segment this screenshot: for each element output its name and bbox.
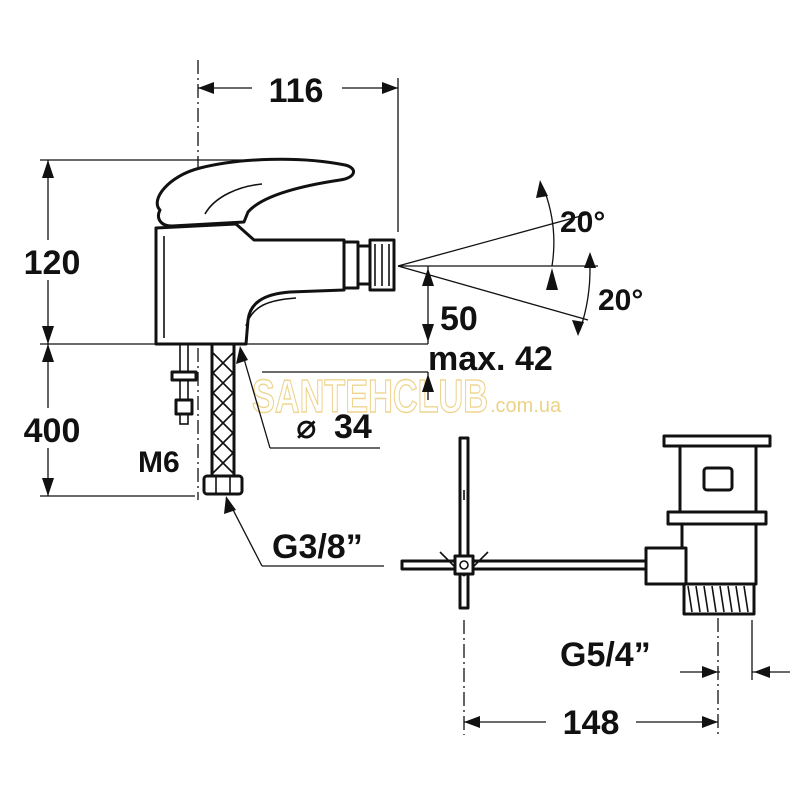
rod-clamp bbox=[439, 551, 489, 577]
spout-nozzle bbox=[342, 238, 396, 292]
diameter-symbol: ⌀ bbox=[296, 408, 316, 446]
waste-thread-label: G5/4” bbox=[560, 636, 651, 674]
dimension-waste-thread: G5/4” bbox=[560, 636, 790, 678]
flexible-hose bbox=[202, 342, 244, 496]
dimension-spout-height-label: 50 bbox=[440, 300, 478, 338]
waste-plug-head bbox=[662, 434, 772, 448]
faucet-body bbox=[154, 157, 396, 346]
dimension-width-top: 116 bbox=[198, 66, 398, 110]
dimension-waste-length: 148 bbox=[464, 700, 718, 742]
dimension-height-body-label: 120 bbox=[24, 244, 81, 282]
waste-flange bbox=[666, 510, 768, 526]
body-curve-highlight bbox=[245, 297, 297, 327]
waste-threaded-tail bbox=[682, 582, 756, 616]
dimension-deck-thickness-label: max. 42 bbox=[428, 340, 553, 378]
waste-window bbox=[702, 466, 734, 492]
dimension-waste-length-label: 148 bbox=[563, 704, 620, 742]
stud-thread-label: M6 bbox=[138, 446, 180, 479]
lift-rod bbox=[458, 436, 470, 610]
dimension-hole-diameter-label: 34 bbox=[334, 408, 372, 446]
dimension-angle-down: 20° bbox=[572, 252, 643, 336]
waste-lower-body bbox=[680, 522, 758, 586]
waste-side-connector bbox=[644, 546, 688, 586]
spout-angle-up-line bbox=[397, 213, 589, 267]
dimension-spout-height: 50 bbox=[422, 266, 478, 344]
dimension-hose-thread: G3/8” bbox=[224, 496, 384, 567]
watermark-brand: SANTEHCLUB bbox=[252, 370, 488, 422]
linkage-rod bbox=[400, 559, 648, 571]
dimension-width-top-label: 116 bbox=[269, 72, 324, 110]
watermark: SANTEHCLUB .com.ua bbox=[251, 369, 562, 422]
dimension-height-hose: 400 bbox=[18, 344, 88, 496]
dimension-angle-up: 20° bbox=[536, 180, 605, 290]
watermark-domain: .com.ua bbox=[490, 395, 562, 417]
mixer-body bbox=[154, 222, 346, 346]
dimension-hole-diameter: ⌀ 34 bbox=[236, 346, 380, 449]
dimension-angle-up-label: 20° bbox=[560, 206, 605, 239]
fixing-stud bbox=[170, 343, 198, 425]
dimension-height-body: 120 bbox=[20, 160, 90, 344]
dimension-angle-down-label: 20° bbox=[598, 284, 643, 317]
hose-thread-label: G3/8” bbox=[272, 528, 363, 566]
pop-up-waste-assembly bbox=[400, 434, 772, 616]
lever-highlight bbox=[204, 183, 263, 215]
lever-handle bbox=[155, 157, 355, 228]
dimension-deck-thickness: max. 42 bbox=[422, 340, 553, 400]
dimension-height-hose-label: 400 bbox=[24, 412, 81, 450]
